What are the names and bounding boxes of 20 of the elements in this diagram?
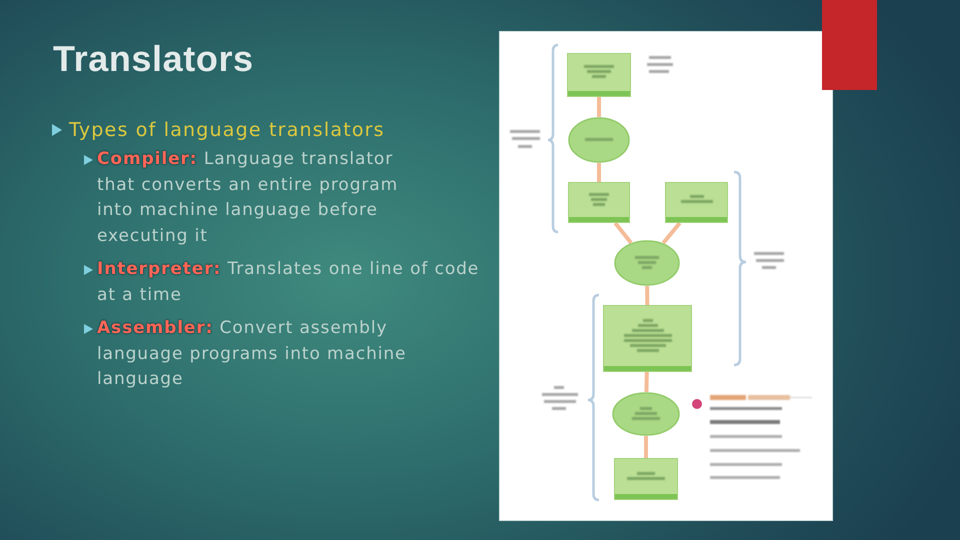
connector-line bbox=[614, 222, 633, 244]
connector-line bbox=[644, 372, 649, 392]
bullet-text: Assembler: Convert assembly language programs into machine language bbox=[97, 317, 408, 391]
process-box bbox=[614, 458, 678, 500]
process-ellipse bbox=[568, 117, 630, 163]
connector-line bbox=[597, 163, 601, 182]
slide-title: Translators bbox=[53, 38, 254, 80]
connector-line bbox=[597, 97, 601, 117]
connector-line bbox=[662, 222, 682, 244]
process-box bbox=[665, 182, 728, 223]
process-box bbox=[568, 182, 630, 223]
bullet-text: Compiler: Language translator that converts an entire program into machine language before executing it bbox=[97, 148, 400, 248]
bullet-heading: Types of language translators bbox=[69, 118, 385, 143]
process-ellipse bbox=[614, 240, 680, 286]
process-ellipse bbox=[612, 392, 680, 436]
process-box bbox=[603, 305, 692, 372]
process-box bbox=[567, 53, 631, 97]
connector-line bbox=[645, 286, 650, 306]
connector-line bbox=[644, 436, 648, 458]
bullet-text: Interpreter: Translates one line of code at a time bbox=[97, 258, 480, 306]
